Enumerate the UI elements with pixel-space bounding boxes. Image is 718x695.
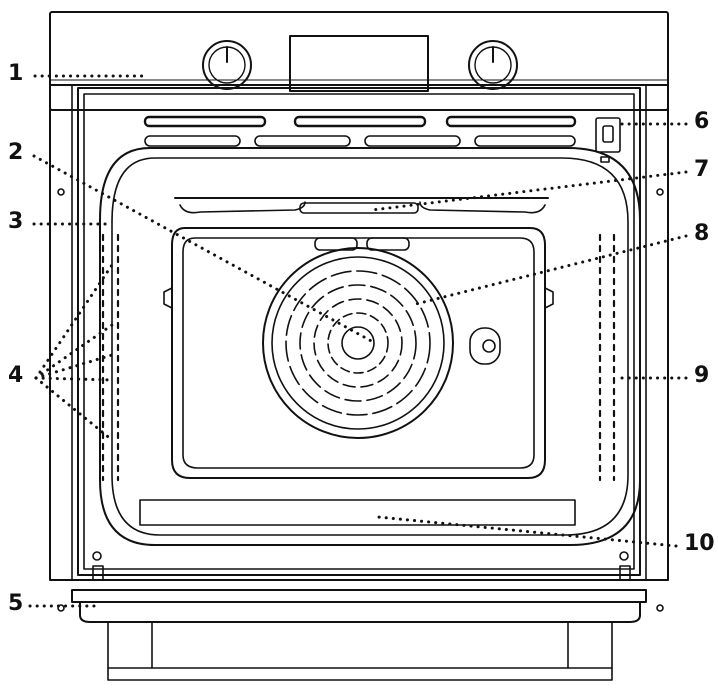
display-screen [289, 35, 429, 92]
callout-10: 10 [684, 531, 715, 556]
callout-4: 4 [8, 363, 24, 388]
leader-line-7 [370, 170, 688, 212]
callout-8: 8 [694, 221, 710, 246]
callout-1: 1 [8, 61, 24, 86]
leader-line-4b [34, 323, 114, 380]
leader-line-4a [34, 263, 114, 380]
callout-6: 6 [694, 109, 710, 134]
door-bottom [71, 589, 647, 681]
control-knob-icon [202, 40, 252, 90]
door-hinge-icon [619, 551, 631, 581]
leader-line-4c [34, 353, 114, 380]
back-panel [163, 227, 554, 479]
callout-2: 2 [8, 140, 24, 165]
leader-line-2 [32, 154, 377, 345]
top-heating-element [174, 197, 549, 214]
leader-line-4d [34, 376, 114, 382]
cavity-bottom [139, 499, 576, 526]
callout-3: 3 [8, 209, 24, 234]
control-knob-icon [468, 40, 518, 90]
callout-5: 5 [8, 591, 24, 616]
leader-lines [28, 74, 688, 608]
leader-line-4e [34, 376, 114, 442]
oven-body [49, 84, 669, 612]
leader-line-10 [376, 515, 678, 548]
probe-socket [469, 327, 501, 365]
lamp-icon [595, 117, 621, 163]
top-vents [143, 115, 577, 147]
side-ladder-right [598, 233, 616, 482]
oven-cavity [77, 87, 641, 576]
callout-9: 9 [694, 363, 710, 388]
control-panel [49, 11, 669, 111]
fan-grille-icon [262, 247, 454, 439]
leader-line-8 [410, 234, 688, 307]
door-hinge-icon [92, 551, 104, 581]
callout-7: 7 [694, 157, 710, 182]
